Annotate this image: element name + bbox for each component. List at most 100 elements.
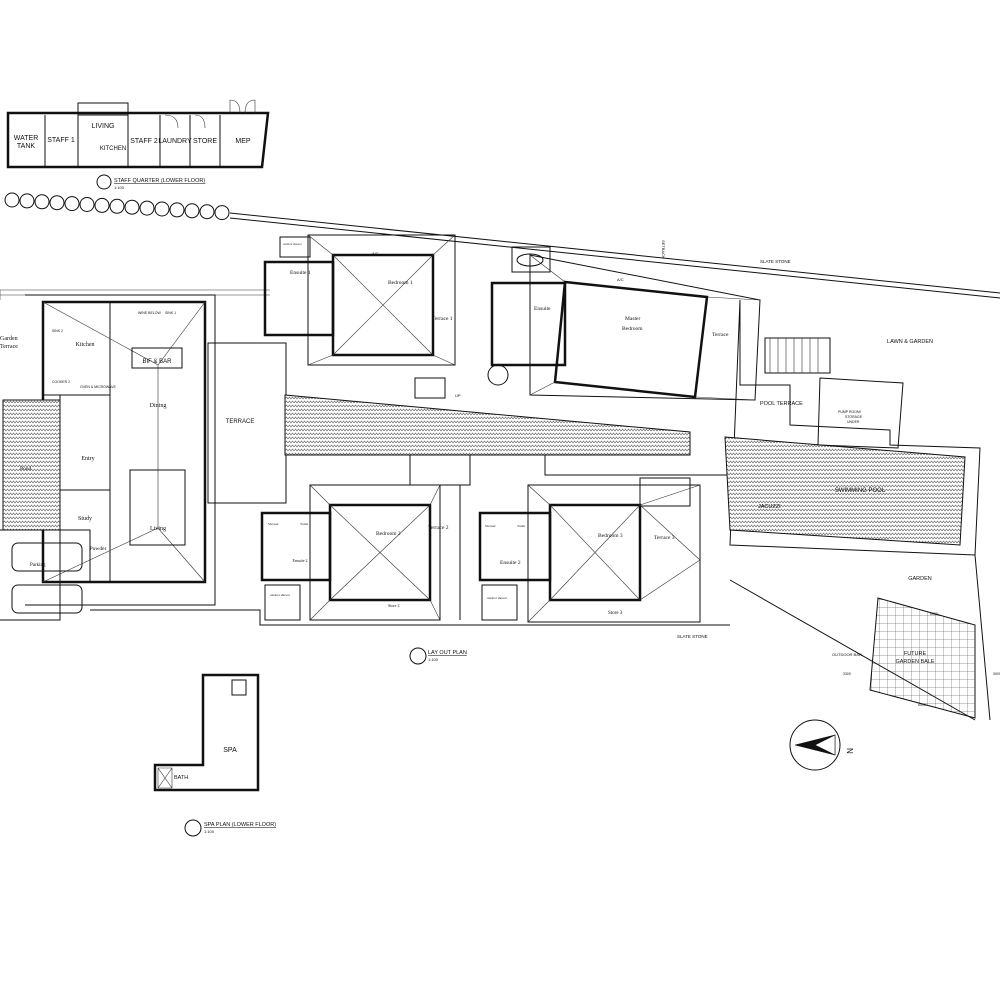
bedroom-2-suite: Shower Toilet Ensuite 2 outdoor shower B… [260,484,461,621]
tree-icon [94,197,110,213]
outdoor-shower-label: outdoor shower [270,593,291,597]
title-marker-icon [96,174,112,190]
tree-icon [19,193,35,209]
car-icon [11,584,83,614]
tree-icon [184,203,200,219]
tree-icon [4,192,20,208]
pond-label: Pond [20,466,32,472]
room-label-ensuite-2: Ensuite 2 [293,558,308,563]
north-arrow-icon: N [789,719,854,771]
tree-icon [109,198,125,214]
pump-room-label: PUMP ROOM/ [838,410,861,414]
jacuzzi-label: JACUZZI [758,504,781,510]
room-label: WATER [14,135,39,142]
room-label-kitchen: Kitchen [76,342,95,348]
tree-icon [64,196,80,212]
bedroom-3-suite: Shower Toilet Ensuite 2 outdoor shower B… [478,484,701,623]
pond [2,399,61,531]
pump-room-label: STORAGE [845,415,863,419]
garden-bale-label: GARDEN BALE [895,659,934,665]
room-label-ensuite-2: Ensuite 2 [500,560,521,566]
room-label: LAUNDRY [158,138,192,145]
room-label-store-3: Store 3 [608,611,623,616]
tree-icon [34,194,50,210]
garden-bale-label: FUTURE [904,651,927,657]
dimension-label: 6000 [918,703,926,707]
title-marker-icon [184,819,202,837]
drawing-scale: 1:100 [204,829,215,834]
room-label-ensuite: Ensuite [534,306,551,312]
setback-label: SETBACK [661,240,666,259]
pool-terrace-label: POOL TERRACE [760,401,803,407]
tree-icon [49,195,65,211]
tree-icon [169,202,185,218]
swimming-pool [724,436,966,546]
room-label-terrace: Terrace [712,332,729,338]
room-label-powder: Powder [90,546,107,552]
dimension-label: 3000 [993,672,1000,676]
ac-label: A/C [372,251,379,256]
room-label-living: Living [150,526,166,532]
pool-area: LAWN & GARDEN POOL TERRACE PUMP ROOM/ ST… [724,299,1000,721]
room-label-terrace: TERRACE [226,419,255,425]
main-house: Garden Terrace Kitchen SINK 2 SINK 1 WIN… [0,289,287,621]
site-boundary [229,212,1000,299]
swimming-pool-label: SWIMMING POOL [835,488,886,494]
room-label-store-2: Store 2 [388,603,399,608]
fixture-label: SINK 1 [165,311,176,315]
garden-bale [869,597,976,719]
room-label-terrace-2: Terrace 2 [428,525,449,531]
fixture-label: Shower [485,524,497,528]
drawing-title: LAY OUT PLAN [428,650,467,656]
ac-label: A/C [617,277,624,282]
room-label-master-bedroom: Master [625,316,640,322]
tree-icon [214,205,230,221]
room-label-entry: Entry [81,456,94,462]
outdoor-shower-label: outdoor shower [283,242,302,246]
room-label-master-bedroom: Bedroom [622,326,643,332]
drawing-title: SPA PLAN (LOWER FLOOR) [204,822,276,828]
south-edge [90,609,730,626]
slate-stone-label: SLATE STONE [677,634,708,639]
room-label: STORE [193,138,217,145]
garden-terrace-label: Terrace [0,344,18,350]
spa-plan: SPA BATH SPA PLAN (LOWER FLOOR) 1:100 [153,673,276,837]
room-label-bedroom-1: Bedroom 1 [388,280,413,286]
room-label-terrace-3: Terrace 3 [654,535,675,541]
staff-quarter-plan: WATER TANK STAFF 1 LIVING KITCHEN STAFF … [6,99,270,190]
room-label: MEP [235,138,251,145]
master-suite: Ensuite Master Bedroom A/C Terrace [487,246,761,401]
garden-terrace-label: Garden [0,336,18,342]
fixture-label: WINE BELOW [138,311,161,315]
room-label-bedroom-2: Bedroom 2 [376,531,401,537]
car-icon [11,542,83,572]
room-label-bath: BATH [174,775,188,781]
bedroom-1-suite: Ensuite 1 outdoor shower Bedroom 1 A/C T… [263,234,456,366]
fixture-label: Toilet [300,522,308,526]
parking-label: Parking [30,563,46,568]
bathtub-icon [516,253,544,267]
drawing-title: STAFF QUARTER (LOWER FLOOR) [114,178,205,184]
drawing-scale: 1:100 [114,185,125,190]
fixture-label: Toilet [517,524,525,528]
title-marker-icon [409,647,427,665]
fixture-label: Shower [268,522,280,526]
room-label-dining: Dining [150,403,167,409]
lawn-garden-label: LAWN & GARDEN [887,339,933,345]
up-label: UP [455,393,461,398]
room-label-study: Study [78,516,92,522]
fixture-label: COOKER 2 [52,380,70,384]
tree-row [4,192,230,221]
outdoor-bar-label: OUTDOOR BAR [832,652,862,657]
room-label-bar: BIF & BAR [142,359,172,365]
outdoor-shower-label: outdoor shower [487,596,508,600]
room-label-bedroom-3: Bedroom 3 [598,533,623,539]
north-label: N [845,748,854,754]
garden-label: GARDEN [908,576,932,582]
room-label: STAFF 2 [130,138,158,145]
room-label-terrace-1: Terrace 1 [432,316,453,322]
tree-icon [124,199,140,215]
tree-icon [79,197,95,212]
room-label-ensuite-1: Ensuite 1 [290,270,311,276]
